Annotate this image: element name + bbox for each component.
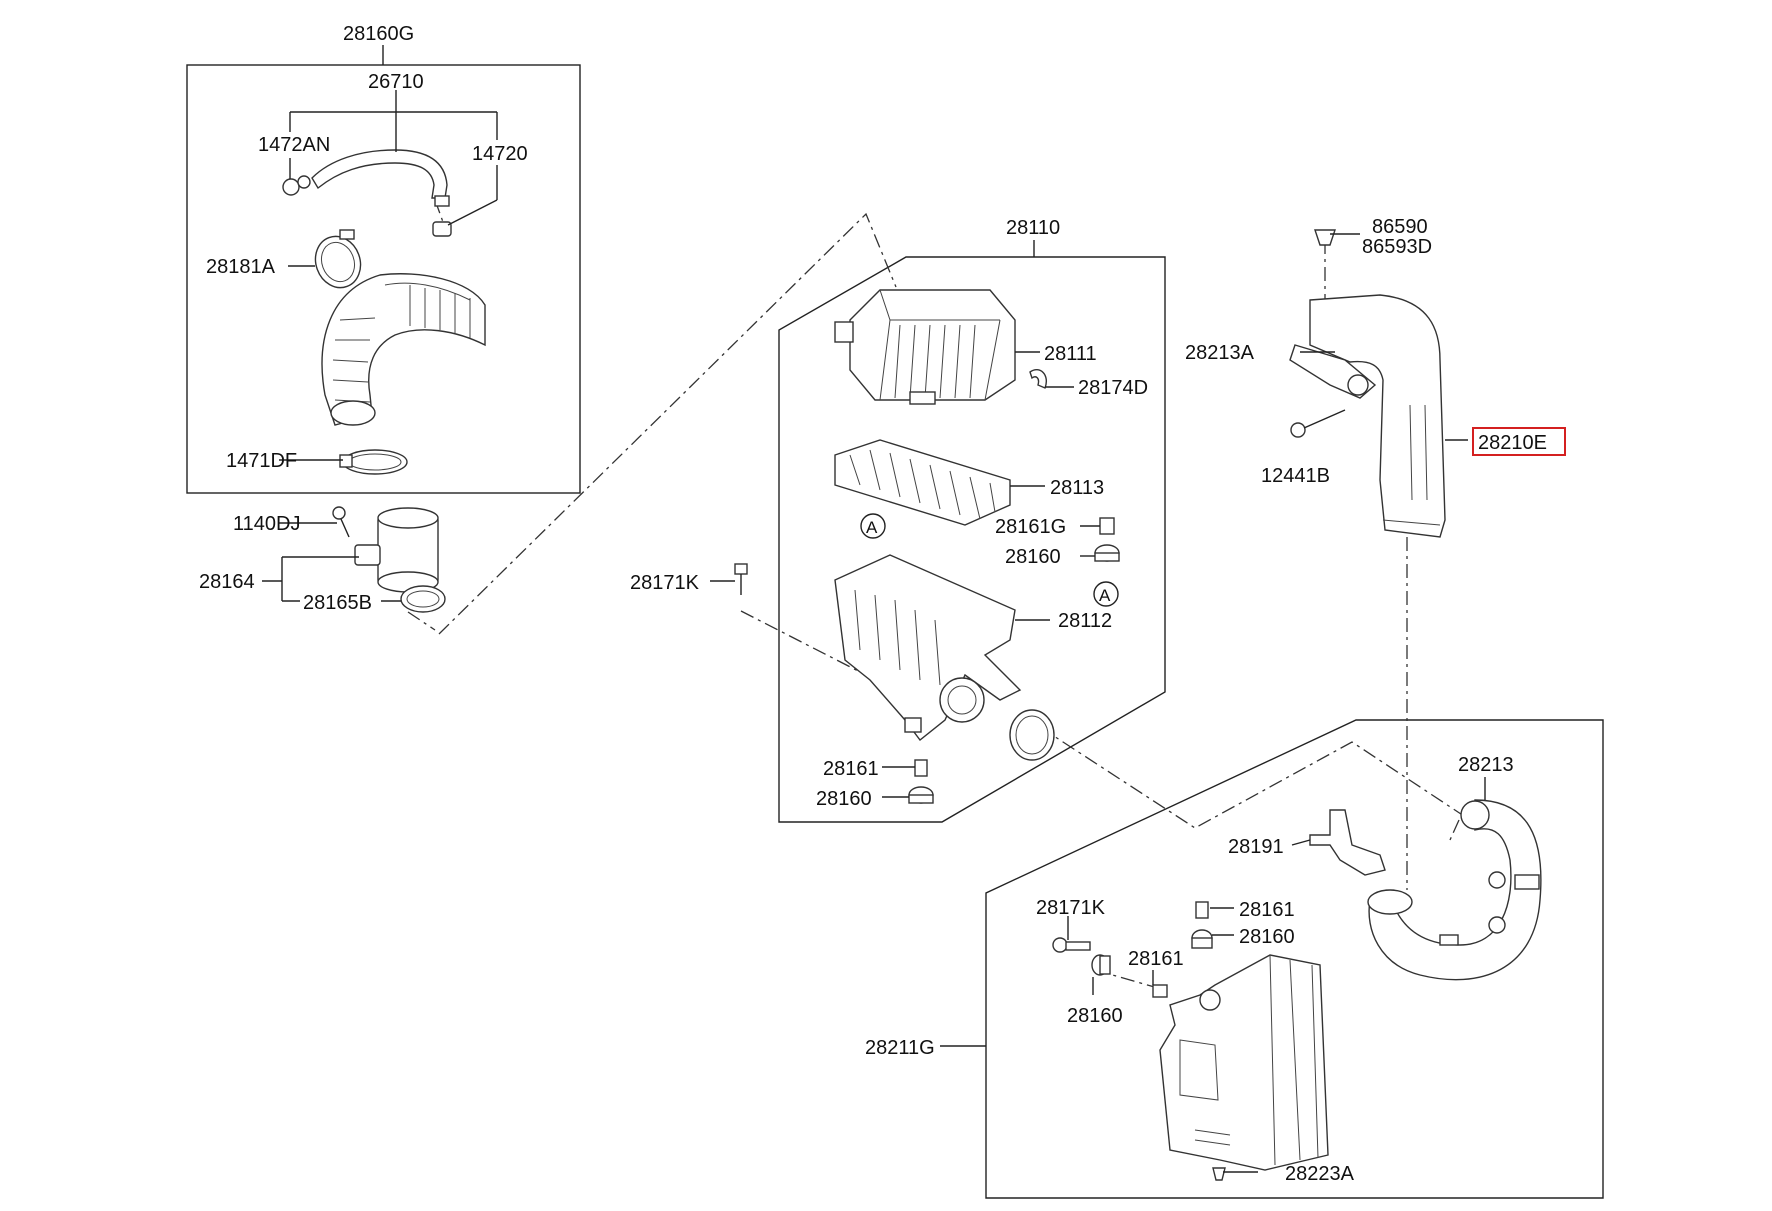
group-box-28110: [778, 256, 1166, 823]
label-28160G: 28160G: [343, 23, 414, 45]
clamp-28181A-drawing: [314, 229, 362, 289]
label-28160-top: 28160: [1239, 926, 1295, 948]
gasket-28165B-drawing: [400, 585, 446, 613]
label-28160-upper: 28160: [1005, 546, 1061, 568]
label-1472AN: 1472AN: [258, 134, 330, 156]
intake-hose-drawing: [321, 273, 486, 426]
label-28164: 28164: [199, 571, 255, 593]
label-1140DJ: 1140DJ: [233, 513, 300, 535]
connector-dash-7: [407, 611, 436, 631]
air-cleaner-cover-drawing: [834, 289, 1016, 405]
label-28161-top: 28161: [1239, 899, 1295, 921]
resonator-hose-drawing: [1367, 799, 1542, 981]
label-28174D: 28174D: [1078, 377, 1148, 399]
grommet-28160-lower2-drawing: [1091, 954, 1111, 976]
label-12441B: 12441B: [1261, 465, 1330, 487]
label-28210E: 28210E: [1478, 432, 1547, 454]
label-28111: 28111: [1044, 343, 1097, 365]
bolt-12441B-drawing: [1290, 409, 1346, 438]
intake-duct-drawing: [1309, 294, 1446, 538]
label-28113: 28113: [1050, 477, 1104, 499]
grommet-28161-top-drawing: [1195, 901, 1209, 919]
grommet-28160-top-drawing: [1191, 929, 1213, 949]
breather-hose-drawing: [311, 149, 450, 207]
grommet-28161-lower-drawing: [914, 759, 928, 777]
label-28213: 28213: [1458, 754, 1514, 776]
highlighted-part-28210E[interactable]: 28210E: [1472, 427, 1566, 456]
label-1471DF: 1471DF: [226, 450, 297, 472]
marker-a-right-letter: A: [1099, 586, 1111, 605]
plug-28223A-drawing: [1212, 1167, 1226, 1181]
label-28211G: 28211G: [865, 1037, 935, 1059]
clip-28174D-drawing: [1029, 369, 1047, 389]
label-28160-mid: 28160: [1067, 1005, 1123, 1027]
clamp-14720-drawing: [432, 221, 452, 237]
label-26710: 26710: [368, 71, 424, 93]
resonator-28211G-drawing: [1159, 954, 1329, 1171]
label-28181A: 28181A: [206, 256, 276, 278]
connector-dash-2: [740, 610, 906, 696]
bolt-28171K-lower-drawing: [1052, 937, 1091, 953]
label-14720: 14720: [472, 143, 528, 165]
label-28161-lower: 28161: [823, 758, 879, 780]
grommet-28161-lower2-drawing: [1152, 984, 1168, 998]
label-28171K-upper: 28171K: [630, 572, 700, 594]
label-28223A: 28223A: [1285, 1163, 1355, 1185]
hose-28191-drawing: [1309, 809, 1386, 876]
grommet-28161G-drawing: [1099, 517, 1115, 535]
connector-dash-6: [1449, 819, 1460, 841]
label-28171K-lower: 28171K: [1036, 897, 1106, 919]
airflow-sensor-drawing: [354, 507, 439, 593]
reference-marker-a-upper: A: [860, 513, 886, 539]
grommet-28160-upper-drawing: [1094, 544, 1120, 562]
bolt-1140DJ-drawing: [332, 506, 350, 538]
group-box-28211G: [985, 719, 1604, 1199]
reference-marker-a-right: A: [1093, 581, 1119, 607]
label-86590: 86590: [1372, 216, 1428, 238]
marker-a-upper-letter: A: [866, 518, 878, 537]
air-filter-drawing: [834, 439, 1011, 526]
grommet-28160-lower-drawing: [908, 786, 934, 804]
highlight-box: [1472, 427, 1566, 456]
label-28112: 28112: [1058, 610, 1112, 632]
connector-dash-1: [438, 212, 897, 635]
clip-86590-drawing: [1314, 229, 1336, 246]
label-28213A: 28213A: [1185, 342, 1255, 364]
air-cleaner-body-drawing: [834, 554, 1022, 741]
seal-ring-drawing: [1009, 709, 1055, 761]
label-86593D: 86593D: [1362, 236, 1432, 258]
label-28161G: 28161G: [995, 516, 1066, 538]
label-28161-mid: 28161: [1128, 948, 1184, 970]
label-28165B: 28165B: [303, 592, 372, 614]
label-28110: 28110: [1006, 217, 1060, 239]
connector-dash-3: [1039, 726, 1471, 829]
clamp-1471DF-drawing: [339, 449, 408, 475]
label-28191: 28191: [1228, 836, 1284, 858]
clamp-1472AN-drawing: [282, 175, 311, 196]
label-28160-lower: 28160: [816, 788, 872, 810]
bolt-28171K-upper-drawing: [734, 563, 748, 595]
leader-lines: [262, 45, 1486, 1173]
bracket-28213A-drawing: [1289, 344, 1377, 399]
